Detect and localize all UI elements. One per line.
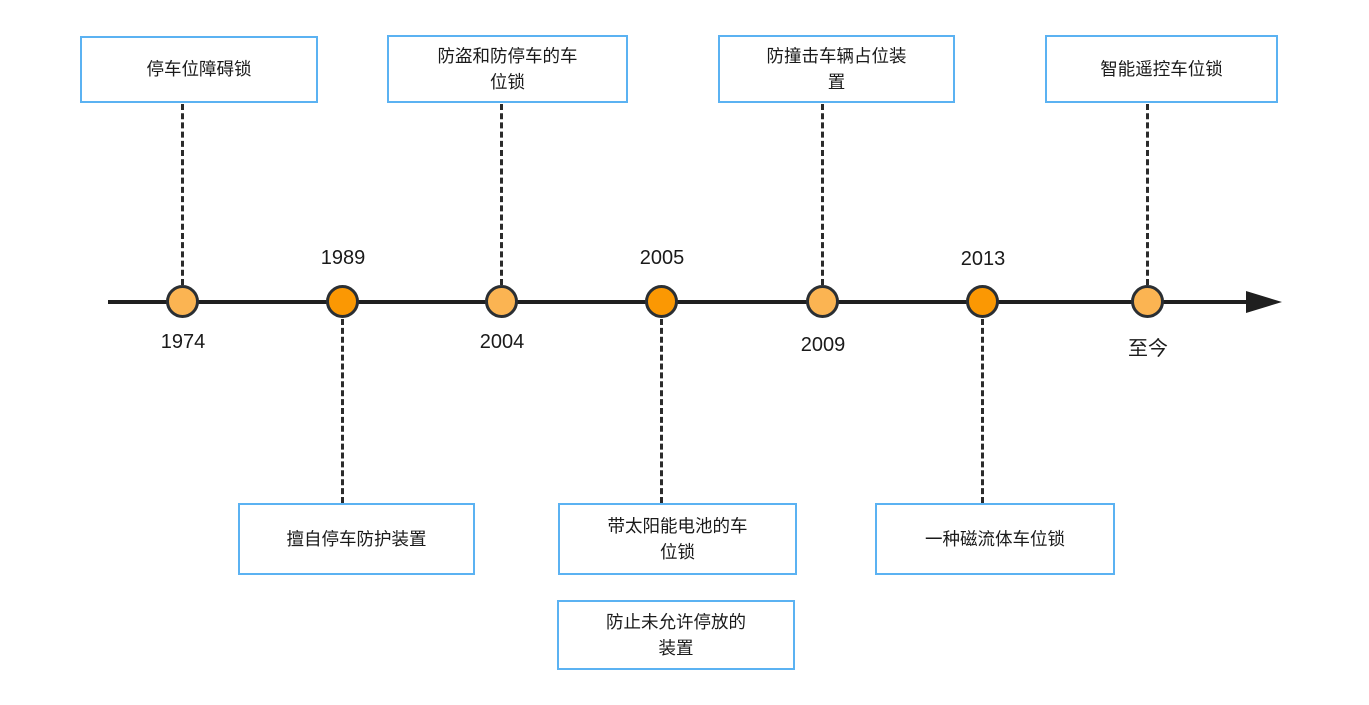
event-box-2009: 防撞击车辆占位装 置 <box>718 35 955 103</box>
event-box-present: 智能遥控车位锁 <box>1045 35 1278 103</box>
timeline-dot-2013 <box>966 285 999 318</box>
event-box-2005-b: 防止未允许停放的 装置 <box>557 600 795 670</box>
event-box-1974: 停车位障碍锁 <box>80 36 318 103</box>
timeline-dot-2009 <box>806 285 839 318</box>
connector-line-present <box>1146 104 1149 285</box>
timeline-dot-2005 <box>645 285 678 318</box>
event-box-label: 防盗和防停车的车 位锁 <box>437 45 578 92</box>
event-box-1989: 擅自停车防护装置 <box>238 503 475 575</box>
event-box-2005-a: 带太阳能电池的车 位锁 <box>558 503 797 575</box>
connector-line-2013 <box>981 319 984 503</box>
year-label-2004: 2004 <box>479 331 525 353</box>
timeline-dot-present <box>1131 285 1164 318</box>
event-box-2004: 防盗和防停车的车 位锁 <box>387 35 628 103</box>
connector-line-2004 <box>500 104 503 285</box>
year-label-1974: 1974 <box>160 331 206 353</box>
timeline-axis <box>108 300 1250 304</box>
event-box-label: 停车位障碍锁 <box>146 59 252 80</box>
year-label-1989: 1989 <box>320 247 366 269</box>
connector-line-1974 <box>181 104 184 285</box>
timeline-dot-2004 <box>485 285 518 318</box>
year-label-present: 至今 <box>1128 338 1168 360</box>
event-box-2013: 一种磁流体车位锁 <box>875 503 1115 575</box>
year-label-2009: 2009 <box>800 334 846 356</box>
year-label-2013: 2013 <box>960 248 1006 270</box>
timeline-dot-1974 <box>166 285 199 318</box>
connector-line-2005 <box>660 319 663 503</box>
arrowhead-icon <box>1246 291 1282 313</box>
event-box-label: 防止未允许停放的 装置 <box>606 611 746 658</box>
year-label-2005: 2005 <box>639 247 685 269</box>
event-box-label: 智能遥控车位锁 <box>1100 58 1223 79</box>
event-box-label: 带太阳能电池的车 位锁 <box>607 515 748 562</box>
connector-line-1989 <box>341 319 344 503</box>
timeline-dot-1989 <box>326 285 359 318</box>
connector-line-2009 <box>821 104 824 285</box>
event-box-label: 擅自停车防护装置 <box>286 528 427 549</box>
event-box-label: 防撞击车辆占位装 置 <box>766 45 907 92</box>
event-box-label: 一种磁流体车位锁 <box>925 528 1065 549</box>
